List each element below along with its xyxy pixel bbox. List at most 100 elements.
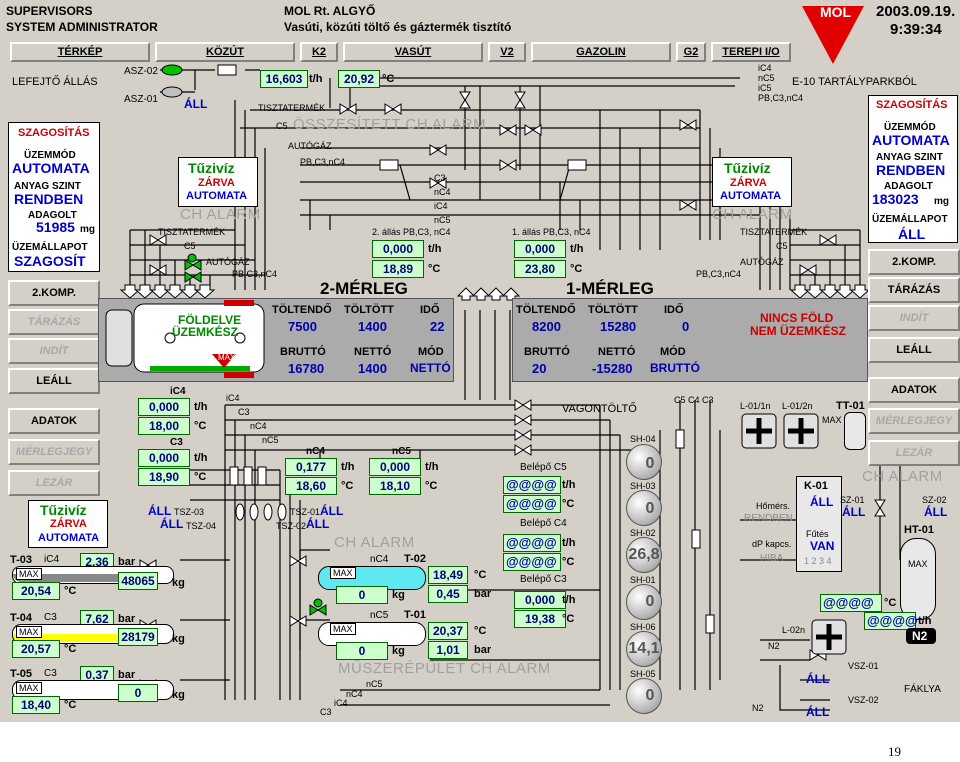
tuziviz-left-l2: AUTOMATA xyxy=(186,190,248,202)
belepo-c5-flow: @@@@ xyxy=(503,476,561,494)
nav-vasut[interactable]: VASÚT xyxy=(343,42,483,62)
l02n-label: L-02n xyxy=(782,625,806,635)
tsz03-state: ÁLL xyxy=(148,504,172,518)
left-szag-l1: ÜZEMMÓD xyxy=(24,150,76,161)
t05-prod: C3 xyxy=(44,668,57,679)
c3-flow-unit: t/h xyxy=(194,452,208,464)
sh03-label: SH-03 xyxy=(630,481,656,491)
rb-flow-unit: t/h xyxy=(918,615,932,627)
top-flow-unit: t/h xyxy=(309,73,323,85)
right-lezar-button[interactable]: LEZÁR xyxy=(868,440,960,466)
date-display: 2003.09.19. xyxy=(876,3,956,20)
merleg1-ido-label: IDŐ xyxy=(664,304,684,316)
merleg1-panel xyxy=(512,298,868,382)
sh05-label: SH-05 xyxy=(630,669,656,679)
t04-bar-unit: bar xyxy=(118,613,136,625)
sz02-label: SZ-02 xyxy=(922,495,947,505)
nav-g2[interactable]: G2 xyxy=(676,42,706,62)
left-szag-v1: AUTOMATA xyxy=(12,160,90,176)
merleg2-toltott: 1400 xyxy=(358,319,387,334)
right-ch-alarm: CH ALARM xyxy=(712,206,793,223)
merleg1-nincs2: NEM ÜZEMKÉSZ xyxy=(750,324,846,338)
station-name: Vasúti, közúti töltő és gáztermék tisztí… xyxy=(284,20,512,34)
t03-temp: 20,54 xyxy=(12,582,60,600)
allas1-flow-unit: t/h xyxy=(570,243,584,255)
nav-v2[interactable]: V2 xyxy=(488,42,526,62)
left-tarazas-button[interactable]: TÁRÁZÁS xyxy=(8,309,100,335)
sh01-gauge xyxy=(626,584,662,620)
t04-kg: 28179 xyxy=(118,628,158,646)
k01-nums: 1 2 3 4 xyxy=(804,556,832,566)
merleg2-fold2: ÜZEMKÉSZ xyxy=(172,325,238,339)
t04-kg-unit: kg xyxy=(172,633,185,645)
belepo-c3-flow: 0,000 xyxy=(514,591,566,609)
lefejto-label: LEFEJTŐ ÁLLÁS xyxy=(12,76,98,88)
merleg1-brutto-label: BRUTTÓ xyxy=(524,346,570,358)
bottom-tag-nc5: nC5 xyxy=(366,679,383,689)
t02-name: T-02 xyxy=(404,553,427,565)
pipe-tag-nc5: nC5 xyxy=(262,435,279,445)
mid-tag-nc5: nC5 xyxy=(434,215,451,225)
scada-screen: SUPERVISORS SYSTEM ADMINISTRATOR MOL Rt.… xyxy=(0,0,960,722)
left-leall-button[interactable]: LEÁLL xyxy=(8,368,100,394)
left-adatok-button[interactable]: ADATOK xyxy=(8,408,100,434)
t05-temp: 18,40 xyxy=(12,696,60,714)
right-indit-button[interactable]: INDÍT xyxy=(868,305,960,331)
merleg2-toltendo: 7500 xyxy=(288,319,317,334)
right-leall-button[interactable]: LEÁLL xyxy=(868,337,960,363)
right-szag-v3u: mg xyxy=(934,196,949,207)
left-szag-title: SZAGOSÍTÁS xyxy=(18,127,90,139)
nc4-temp-unit: °C xyxy=(341,480,354,492)
right-adatok-button[interactable]: ADATOK xyxy=(868,377,960,403)
vsz01-state: ÁLL xyxy=(806,672,830,686)
ic4-temp: 18,00 xyxy=(138,417,190,435)
merleg2-netto-label: NETTÓ xyxy=(354,346,392,358)
allas2-temp-unit: °C xyxy=(428,263,441,275)
left-szag-v4: SZAGOSÍT xyxy=(14,253,86,269)
t02-kg: 0 xyxy=(336,586,388,604)
t03-level-fill xyxy=(13,574,125,582)
col-tag-c4: C4 xyxy=(688,395,700,405)
pipe-network xyxy=(119,64,901,711)
right-tarazas-button[interactable]: TÁRÁZÁS xyxy=(868,277,960,303)
k01-homers: Hőmérs. xyxy=(756,501,791,511)
left-merlegjegy-button[interactable]: MÉRLEGJEGY xyxy=(8,439,100,465)
allas1-label: 1. állás PB,C3, nC4 xyxy=(512,227,591,237)
right-merlegjegy-button[interactable]: MÉRLEGJEGY xyxy=(868,408,960,434)
allas1-temp-unit: °C xyxy=(570,263,583,275)
left-indit-button[interactable]: INDÍT xyxy=(8,338,100,364)
rb-temp-value: @@@@ xyxy=(820,594,882,612)
merleg2-brutto-label: BRUTTÓ xyxy=(280,346,326,358)
nav-k2[interactable]: K2 xyxy=(300,42,338,62)
merleg2-mod-label: MÓD xyxy=(418,346,444,358)
e10-tag-ic4: iC4 xyxy=(758,63,772,73)
t02-bar: 0,45 xyxy=(428,585,468,603)
nav-kozut[interactable]: KÖZÚT xyxy=(155,42,295,62)
sh02-label: SH-02 xyxy=(630,528,656,538)
left-lezar-button[interactable]: LEZÁR xyxy=(8,470,100,496)
right-szag-v1: AUTOMATA xyxy=(872,132,950,148)
c3-flow: 0,000 xyxy=(138,449,190,467)
l01n-label: L-01/1n xyxy=(740,401,771,411)
merleg2-fold1: FÖLDELVE xyxy=(178,313,242,327)
merleg2-ido-label: IDŐ xyxy=(420,304,440,316)
sh02-gauge xyxy=(626,537,662,573)
nav-terepi-io[interactable]: TEREPI I/O xyxy=(711,42,791,62)
t02-bar-unit: bar xyxy=(474,588,492,600)
top-pb: PB,C3,nC4 xyxy=(300,157,346,167)
t03-kg: 48065 xyxy=(118,572,158,590)
nav-gazolin[interactable]: GAZOLIN xyxy=(531,42,671,62)
left-2komp-button[interactable]: 2.KOMP. xyxy=(8,280,100,306)
allas2-label: 2. állás PB,C3, nC4 xyxy=(372,227,451,237)
t02-temp: 18,49 xyxy=(428,566,468,584)
merleg2-netto: 1400 xyxy=(358,361,387,376)
merleg2-toltott-label: TÖLTÖTT xyxy=(344,304,394,316)
tuziviz-right-panel xyxy=(712,157,792,207)
t03-kg-unit: kg xyxy=(172,577,185,589)
right-2komp-button[interactable]: 2.KOMP. xyxy=(868,249,960,275)
nav-terkep[interactable]: TÉRKÉP xyxy=(10,42,150,62)
tt01-vessel xyxy=(844,412,866,450)
nc4-temp: 18,60 xyxy=(285,477,337,495)
belepo-c5-temp: @@@@ xyxy=(503,495,561,513)
allas2-flow: 0,000 xyxy=(372,240,424,258)
